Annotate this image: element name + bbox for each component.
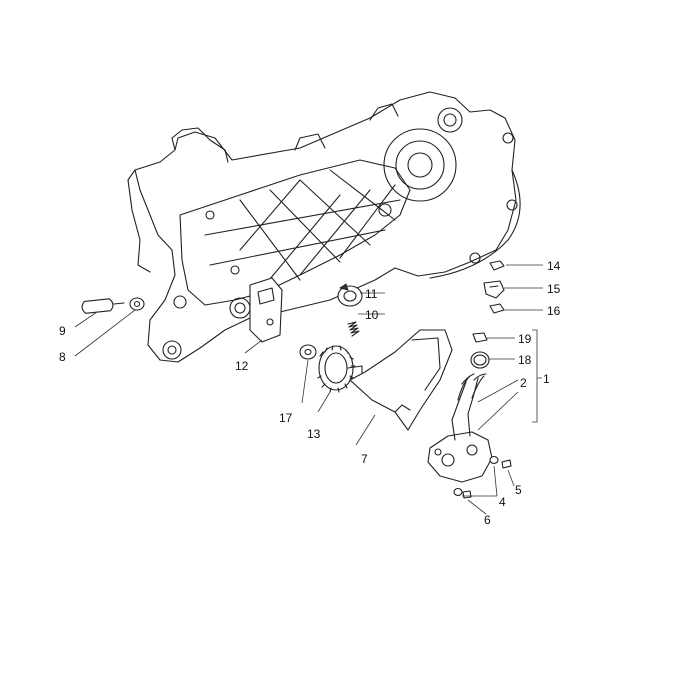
callout-10: 10 [365,308,379,322]
callout-5: 5 [515,483,522,497]
callout-4: 4 [499,495,506,509]
part-5-screw [501,459,512,469]
part-16-clip [489,303,505,314]
leader-lines [74,264,543,515]
callout-13: 13 [307,427,321,441]
callout-16: 16 [547,304,561,318]
part-9-pin [81,298,125,314]
callout-8: 8 [59,350,66,364]
callout-7: 7 [361,452,368,466]
callout-12: 12 [235,359,249,373]
callout-14: 14 [547,259,561,273]
part-15-clamp [483,280,505,299]
callout-labels: 1 2 4 5 6 7 8 9 10 11 12 13 14 15 16 17 … [59,259,561,527]
callout-19: 19 [518,332,532,346]
part-1-oil-pump [427,375,493,483]
callout-18: 18 [518,353,532,367]
callout-9: 9 [59,324,66,338]
part-2-hose [461,373,487,385]
part-13-drive-gear [317,345,363,393]
callout-2: 2 [520,376,527,390]
part-11-gear [337,283,363,307]
part-14-clip [489,260,505,271]
callout-17: 17 [279,411,293,425]
callout-11: 11 [365,287,378,301]
part-10-spring [347,321,360,337]
part-17-washer [299,344,317,360]
callout-15: 15 [547,282,561,296]
part-7-cover [349,329,453,431]
part-4-washers [453,455,499,497]
part-12-bracket [249,277,283,343]
callout-6: 6 [484,513,491,527]
part-18-ring [470,351,490,369]
part-8-washer [129,297,145,311]
part-6-screw [462,490,472,499]
crankcase-housing [127,91,521,363]
part-19-clip [472,332,488,343]
callout-1: 1 [543,372,550,386]
